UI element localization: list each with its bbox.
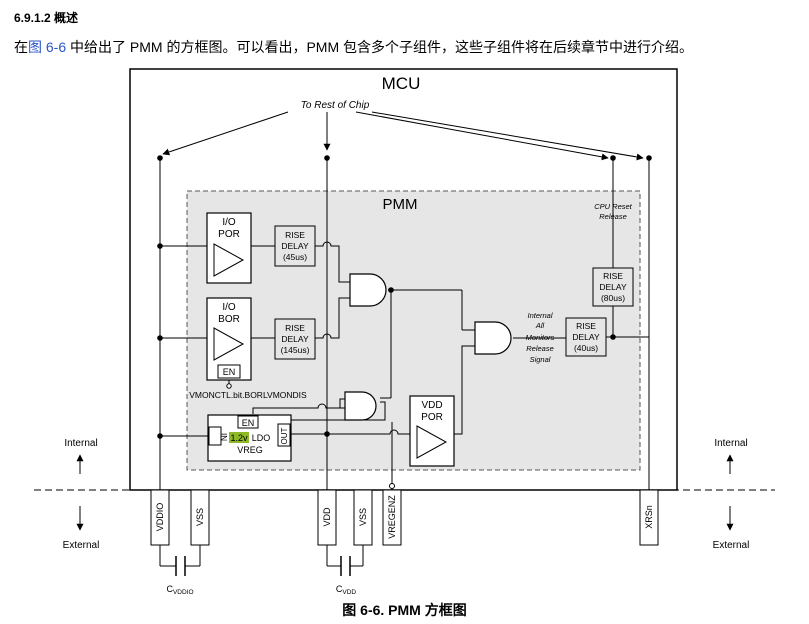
svg-text:BOR: BOR (218, 314, 240, 325)
mcu-label: MCU (382, 74, 421, 93)
svg-text:(45us): (45us) (283, 252, 307, 262)
internal-signal-label: Internal All Monitors Release Signal (526, 311, 555, 364)
svg-text:VREGENZ: VREGENZ (387, 495, 397, 539)
svg-text:XRSn: XRSn (644, 505, 654, 529)
pin-vregenz: VREGENZ (382, 489, 402, 546)
svg-text:Internal: Internal (714, 438, 747, 449)
ldo-vreg-block: EN IN OUT 1.2v LDO VREG (207, 414, 292, 462)
svg-text:Monitors: Monitors (526, 333, 555, 342)
direction-labels-left: Internal External (63, 438, 100, 551)
io-por-block: I/O POR (206, 212, 252, 284)
svg-text:All: All (535, 321, 545, 330)
cap-vddio-label: CVDDIO (166, 584, 193, 596)
cpu-reset-label-2: Release (599, 212, 627, 221)
rise-delay-80: RISE DELAY (80us) (592, 267, 634, 307)
figure-caption: 图 6-6. PMM 方框图 (342, 602, 467, 618)
intro-suffix: 中给出了 PMM 的方框图。可以看出，PMM 包含多个子组件，这些子组件将在后续… (66, 39, 694, 55)
svg-text:Internal: Internal (527, 311, 552, 320)
svg-text:VDD: VDD (322, 507, 332, 527)
direction-labels-right: Internal External (713, 438, 750, 551)
cap-vddio (159, 545, 201, 576)
svg-text:VREG: VREG (237, 445, 263, 455)
svg-text:EN: EN (223, 367, 236, 377)
and-gate-2 (344, 391, 377, 421)
svg-text:DELAY: DELAY (281, 241, 309, 251)
svg-text:External: External (63, 540, 100, 551)
intro-prefix: 在 (14, 39, 28, 55)
cap-vdd (326, 545, 364, 576)
svg-text:DELAY: DELAY (572, 332, 600, 342)
vmonctl-label: VMONCTL.bit.BORLVMONDIS (189, 390, 307, 400)
vdd-por-block: VDD POR (409, 395, 455, 467)
figure-link[interactable]: 图 6-6 (28, 39, 67, 55)
svg-text:(80us): (80us) (601, 293, 625, 303)
svg-text:Release: Release (526, 344, 554, 353)
rise-delay-45: RISE DELAY (45us) (274, 225, 316, 267)
rise-delay-40: RISE DELAY (40us) (565, 317, 607, 357)
and-gate-1 (349, 273, 387, 307)
svg-text:RISE: RISE (285, 323, 305, 333)
svg-text:IN: IN (219, 433, 228, 441)
pmm-label: PMM (383, 196, 418, 213)
io-bor-block: I/O BOR EN (206, 297, 252, 381)
svg-text:VDD: VDD (421, 400, 442, 411)
svg-text:(40us): (40us) (574, 343, 598, 353)
and-gate-3 (474, 321, 512, 355)
cap-vdd-label: CVDD (336, 584, 357, 596)
rise-delay-145: RISE DELAY (145us) (274, 318, 316, 360)
to-rest-label: To Rest of Chip (301, 100, 370, 111)
svg-text:POR: POR (218, 229, 240, 240)
svg-text:LDO: LDO (252, 433, 271, 443)
svg-text:RISE: RISE (576, 321, 596, 331)
svg-text:OUT: OUT (280, 427, 289, 444)
svg-text:Signal: Signal (530, 355, 551, 364)
section-heading: 6.9.1.2 概述 (14, 11, 79, 25)
pin-vss-2: VSS (353, 489, 373, 546)
pin-vdd: VDD (317, 489, 337, 546)
svg-text:(145us): (145us) (281, 345, 310, 355)
svg-text:DELAY: DELAY (281, 334, 309, 344)
pin-vss-1: VSS (190, 489, 210, 546)
svg-text:Internal: Internal (64, 438, 97, 449)
to-rest-arrows (162, 111, 644, 161)
wiring (160, 241, 649, 490)
svg-text:POR: POR (421, 412, 443, 423)
svg-text:EN: EN (242, 418, 255, 428)
svg-text:RISE: RISE (285, 230, 305, 240)
svg-text:I/O: I/O (222, 302, 236, 313)
intro-paragraph: 在图 6-6 中给出了 PMM 的方框图。可以看出，PMM 包含多个子组件，这些… (14, 37, 693, 57)
svg-text:RISE: RISE (603, 271, 623, 281)
svg-text:I/O: I/O (222, 217, 236, 228)
svg-text:DELAY: DELAY (599, 282, 627, 292)
svg-text:VDDIO: VDDIO (155, 503, 165, 532)
pin-xrsn: XRSn (639, 489, 659, 546)
svg-text:1.2v: 1.2v (230, 433, 248, 443)
svg-text:VSS: VSS (195, 508, 205, 526)
pin-vddio: VDDIO (150, 489, 170, 546)
pmm-block-diagram: MCU To Rest of Chip PMM I/O POR (34, 68, 775, 596)
svg-text:VSS: VSS (358, 508, 368, 526)
svg-text:External: External (713, 540, 750, 551)
cpu-reset-label: CPU Reset (594, 202, 632, 211)
junction-dots (157, 155, 652, 439)
